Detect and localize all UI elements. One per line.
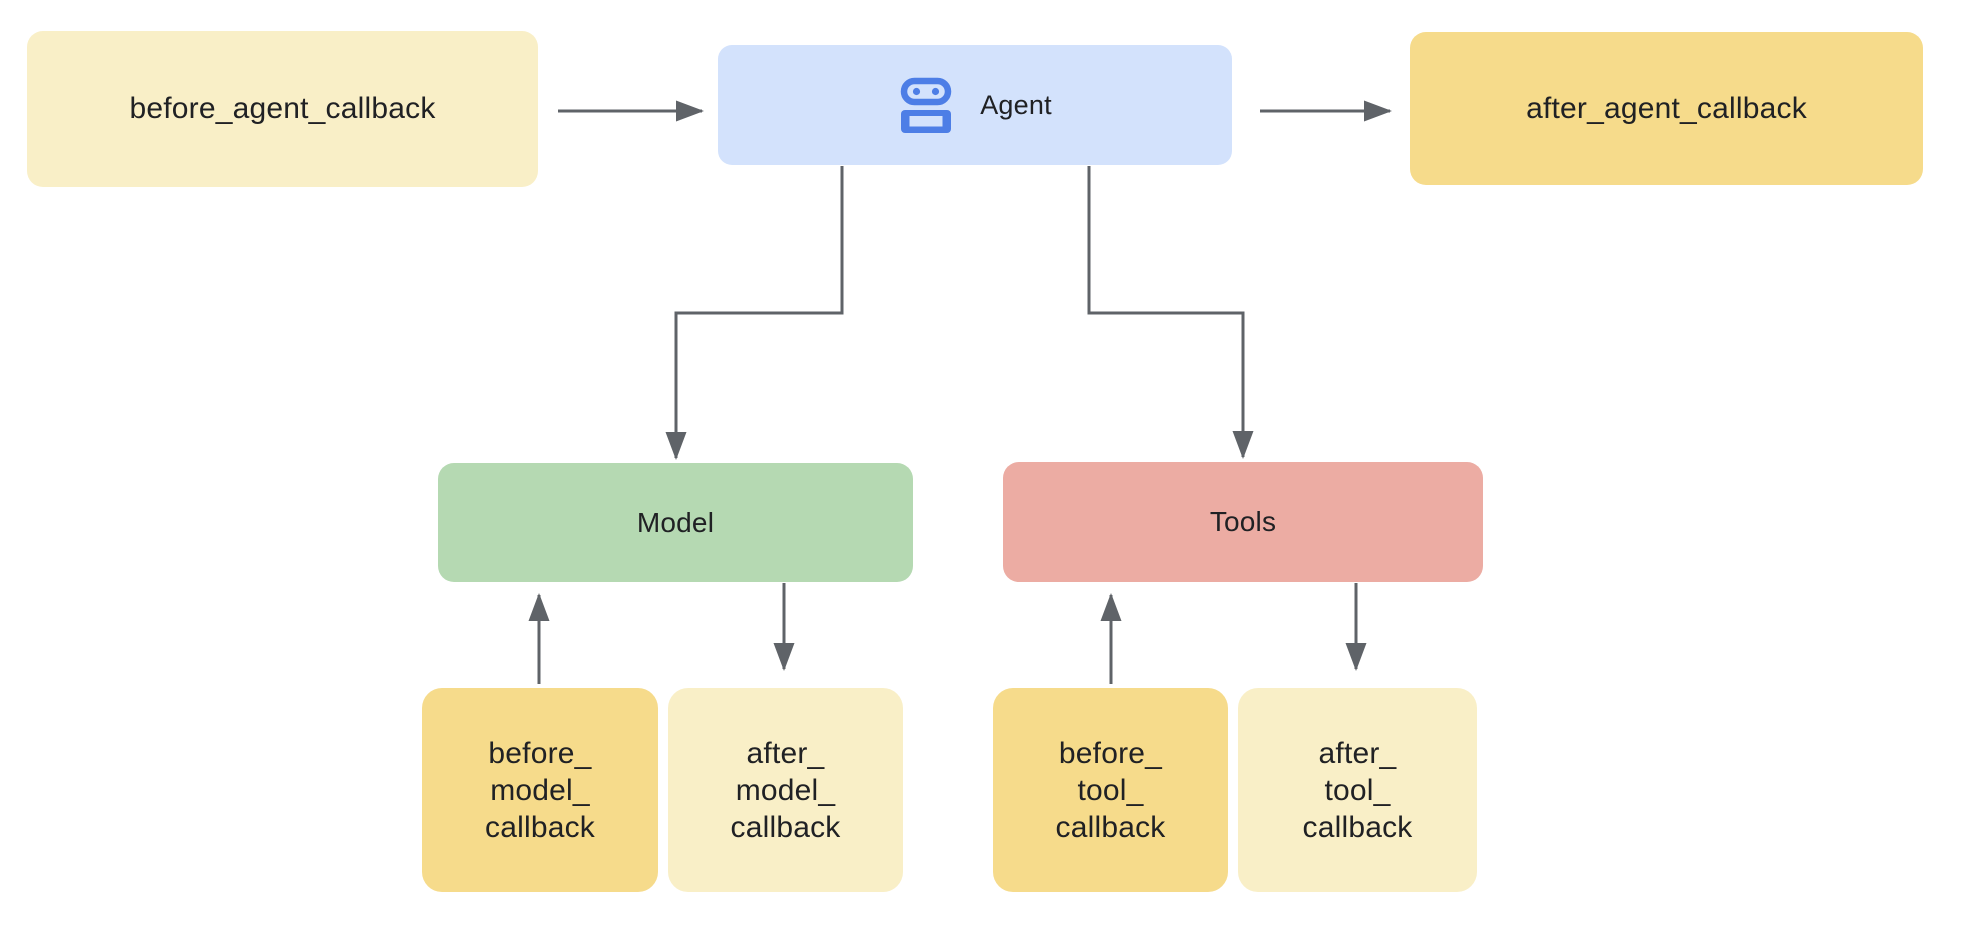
before-model-callback-label: before_ model_ callback [485,736,595,844]
node-after-tool-callback: after_ tool_ callback [1238,688,1477,892]
model-label: Model [636,506,715,538]
edge-agent-to-model [665,166,844,460]
robot-icon [900,77,952,133]
agent-label: Agent [980,89,1052,120]
agent-content: Agent [898,76,1052,134]
node-after-model-callback: after_ model_ callback [668,688,903,892]
node-before-model-callback: before_ model_ callback [422,688,658,892]
tools-label: Tools [1209,506,1277,537]
node-tools: Tools [1003,462,1483,582]
node-model: Model [438,463,913,582]
node-after-agent-callback: after_agent_callback [1410,32,1923,185]
edge-agent-to-tools [1087,166,1254,459]
before-tool-callback-label: before_ tool_ callback [1055,736,1166,844]
node-before-agent-callback: before_agent_callback [27,31,538,187]
node-before-tool-callback: before_ tool_ callback [993,688,1228,892]
before-agent-callback-label: before_agent_callback [129,92,436,125]
after-model-callback-label: after_ model_ callback [730,736,841,844]
after-tool-callback-label: after_ tool_ callback [1302,736,1413,844]
after-agent-callback-label: after_agent_callback [1526,91,1807,125]
node-agent: Agent [718,45,1232,165]
